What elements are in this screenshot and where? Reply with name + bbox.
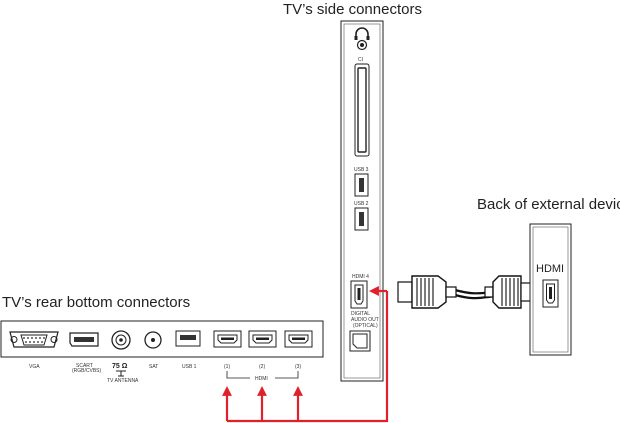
digital-audio-label: DIGITAL: [351, 311, 370, 317]
usb1-label: USB 1: [182, 364, 197, 370]
sat-label: SAT: [149, 364, 158, 370]
scart-port-icon: [69, 332, 99, 347]
connection-arrows: [222, 286, 389, 423]
headphone-jack-icon: [356, 39, 368, 51]
ci-label: CI: [358, 57, 363, 63]
ci-slot-icon: [354, 63, 370, 157]
hdmi-port-icon: [284, 330, 313, 348]
hdmi-group-bracket: [226, 371, 299, 379]
antenna-label: TV ANTENNA: [107, 378, 139, 384]
side-panel-inner: [343, 23, 381, 379]
vga-label: VGA: [29, 364, 40, 370]
coax-port-icon: [144, 331, 162, 349]
coax-port-icon: [111, 330, 131, 350]
hdmi1-label: (1): [224, 364, 230, 370]
hdmi-port-icon: [542, 279, 559, 308]
tv-rear-panel: VGA SCART (RGB/CVBS) 75 Ω TV ANTENNA SAT: [0, 320, 324, 384]
side-connectors-title: TV’s side connectors: [283, 1, 422, 18]
vga-port-icon: [9, 331, 59, 348]
hdmi3-label: (3): [295, 364, 301, 370]
optical-port-icon: [349, 330, 371, 352]
usb3-label: USB 3: [354, 167, 369, 173]
antenna-icon: [116, 370, 126, 377]
antenna-ohm-label: 75 Ω: [112, 363, 128, 370]
external-device-panel: [529, 223, 572, 356]
hdmi-port-icon: [350, 280, 368, 309]
arrow-bottom-line: [227, 291, 389, 423]
external-device-title: Back of external device: [477, 196, 620, 213]
scart-sub-label: (RGB/CVBS): [72, 368, 102, 374]
hdmi-port-icon: [213, 330, 242, 348]
usb-port-icon: [354, 173, 369, 197]
usb-port-icon: [354, 207, 369, 231]
rear-connectors-title: TV’s rear bottom connectors: [2, 294, 190, 311]
audio-out-label: AUDIO OUT: [351, 317, 379, 323]
scart-label: SCART: [76, 363, 93, 369]
hdmi4-label: HDMI 4: [352, 274, 369, 280]
external-hdmi-label: HDMI: [536, 263, 564, 275]
usb2-label: USB 2: [354, 201, 369, 207]
optical-label: (OPTICAL): [353, 323, 378, 329]
external-device-inner: [532, 226, 569, 353]
external-device-outline: [529, 223, 572, 356]
tv-side-panel: CI USB 3 USB 2 HDMI 4 DIGITAL AUDIO OUT …: [340, 20, 384, 382]
hdmi2-label: (2): [259, 364, 265, 370]
usb-port-icon: [175, 330, 201, 347]
headphone-icon: [354, 27, 370, 40]
hdmi-port-icon: [248, 330, 277, 348]
hdmi-cable-icon: [397, 275, 534, 309]
hdmi-group-label: HDMI: [255, 376, 268, 382]
